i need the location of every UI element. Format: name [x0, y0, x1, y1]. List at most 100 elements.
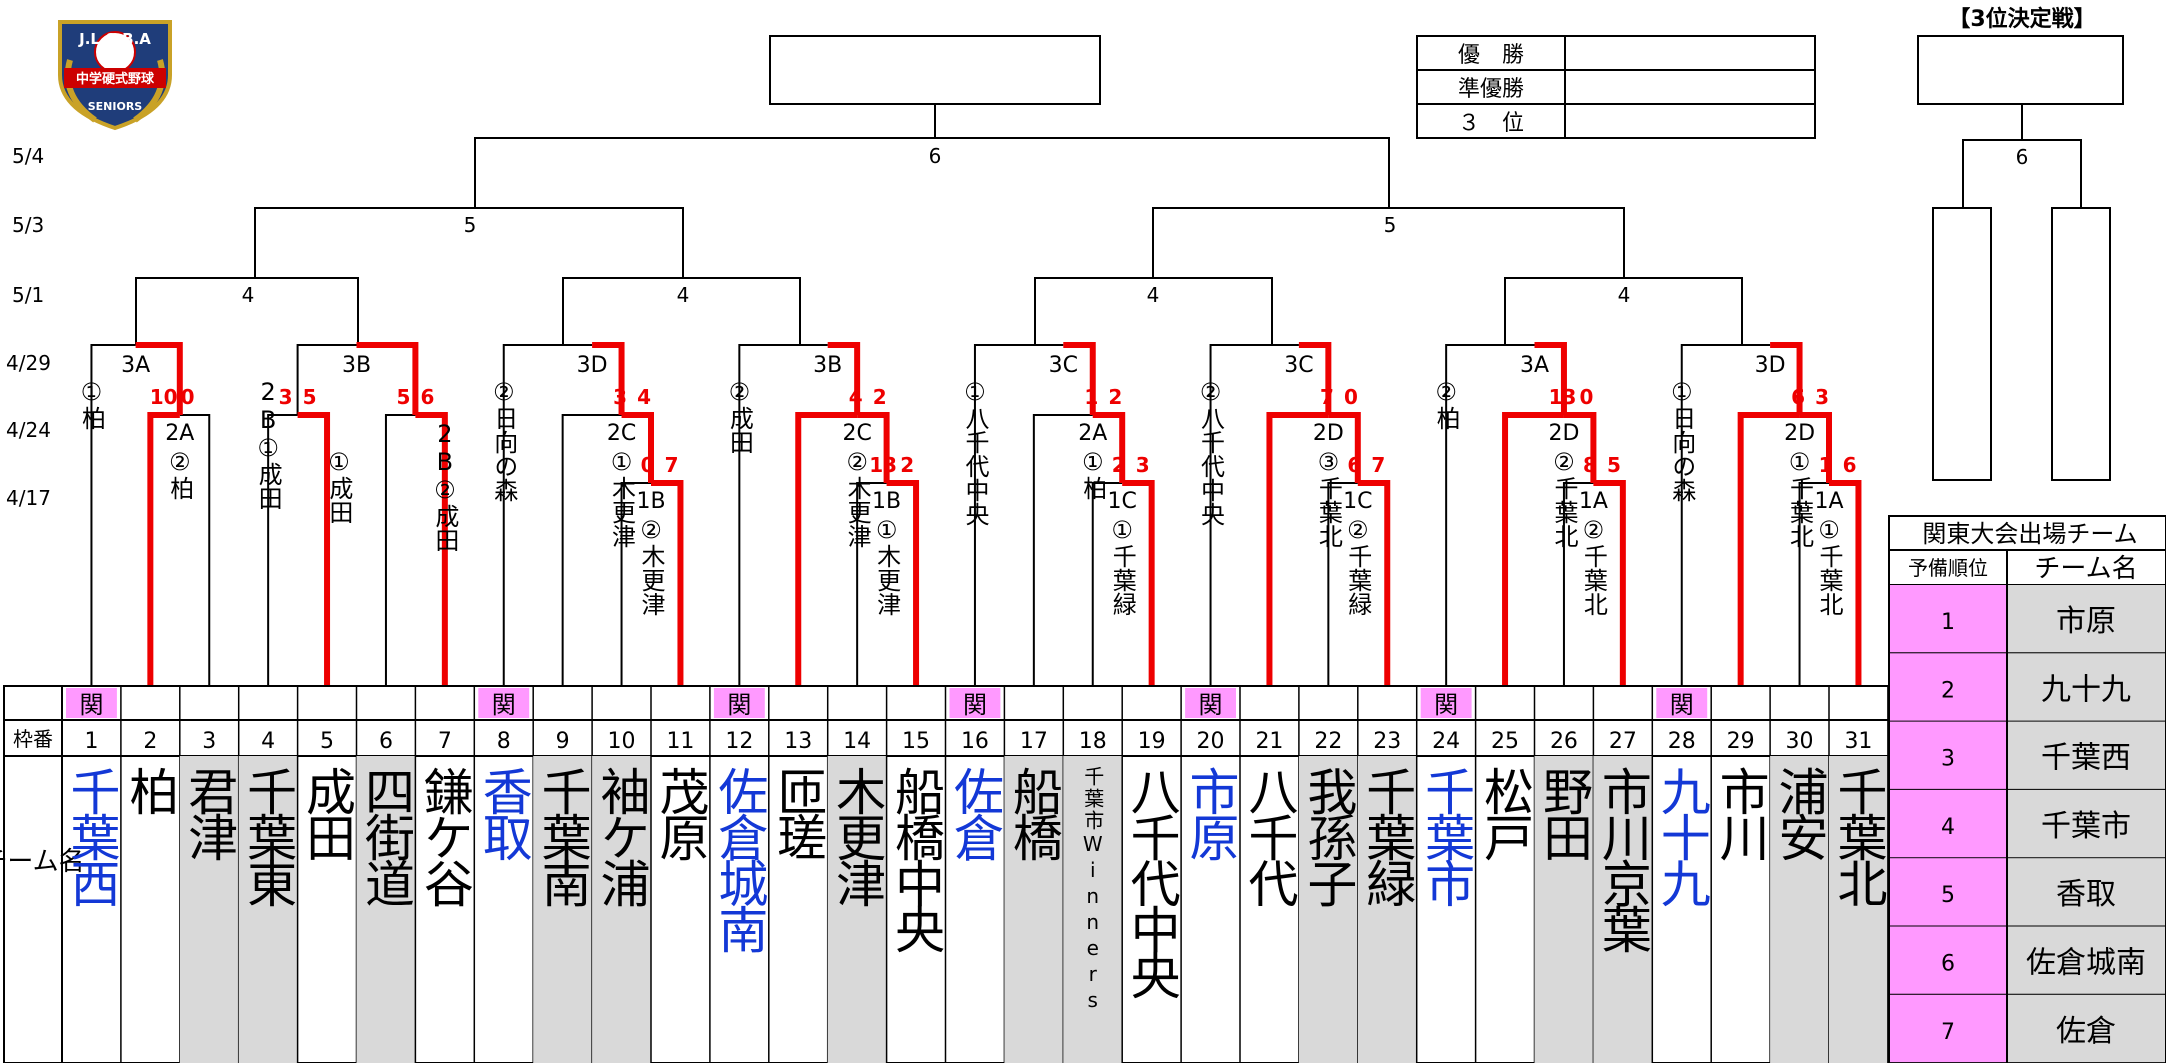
kanto-rank: 3	[1941, 747, 1955, 772]
quarter-game-number: 4	[242, 283, 255, 307]
seed-note: ①日向の森	[1668, 378, 1696, 502]
score: 1	[1819, 453, 1833, 477]
kanto-marker-label: 関	[1434, 691, 1458, 719]
score: 0	[1344, 385, 1358, 409]
team-name: 匝瑳	[769, 766, 827, 859]
score: 5	[303, 385, 317, 409]
kanto-marker-label: 関	[1670, 691, 1694, 719]
kanto-marker	[1420, 688, 1472, 718]
round-label: 2D	[1784, 421, 1815, 446]
kanto-team-header: チーム名	[2034, 554, 2137, 584]
round-label: 1A	[1579, 489, 1608, 514]
seed-note: ②八千代中央	[1197, 378, 1225, 526]
team-name: 千葉市	[1417, 766, 1475, 907]
kanto-marker-label: 関	[79, 691, 103, 719]
seed-note: ②成田	[725, 378, 753, 454]
score: 13	[1549, 385, 1577, 409]
kanto-marker-label: 関	[727, 691, 751, 719]
score: 0	[1580, 385, 1594, 409]
kanto-marker-label: 関	[1199, 691, 1223, 719]
team-name: 八千代中央	[1123, 766, 1181, 999]
team-name: 千葉緑	[1358, 766, 1416, 907]
seed-note: ②木更津	[637, 516, 665, 616]
kanto-team: 佐倉	[2056, 1014, 2116, 1049]
team-name: 市原	[1182, 766, 1240, 861]
team-name: 四街道	[357, 766, 415, 906]
score: 6	[420, 385, 434, 409]
round-label: 2C	[842, 421, 871, 446]
slot-number: 16	[961, 729, 989, 754]
round-label: 3A	[121, 353, 150, 378]
kanto-rank: 2	[1941, 678, 1955, 703]
team-name: 浦安	[1771, 766, 1829, 861]
slot-number: 12	[725, 729, 753, 754]
slot-number: 29	[1727, 729, 1755, 754]
team-slot: 11 茂原	[651, 686, 711, 1063]
logo-top-text: J.L.S.B.A	[78, 30, 151, 48]
round-label: 2C	[607, 421, 636, 446]
round-label: 3C	[1049, 353, 1078, 378]
semi-game-number: 5	[1384, 213, 1397, 237]
round-label: 3D	[1755, 353, 1786, 378]
team-name: 茂原	[651, 766, 709, 861]
slot-number: 21	[1255, 729, 1283, 754]
slot-number: 27	[1609, 729, 1637, 754]
slot-number: 2	[143, 729, 157, 754]
team-name: 君津	[180, 766, 238, 861]
team-slot: 21 八千代	[1240, 686, 1300, 1063]
round-label: 1C	[1108, 489, 1137, 514]
kanto-rank-header: 予備順位	[1908, 556, 1988, 580]
score: 7	[1320, 385, 1334, 409]
kanto-marker-label: 関	[492, 691, 516, 719]
team-name: 千葉市Winners	[1081, 766, 1105, 1014]
slot-number: 10	[608, 729, 636, 754]
score: 13	[869, 453, 897, 477]
team-name: 松戸	[1476, 766, 1534, 861]
slot-number: 20	[1197, 729, 1225, 754]
slot-number: 11	[666, 729, 694, 754]
date-label: 5/3	[12, 213, 44, 237]
score: 3	[613, 385, 627, 409]
slot-number: 24	[1432, 729, 1460, 754]
team-name: 市川	[1712, 766, 1770, 861]
score: 2	[873, 385, 887, 409]
score: 2	[900, 453, 914, 477]
slot-number: 25	[1491, 729, 1519, 754]
slot-number: 1	[84, 729, 98, 754]
round-label: 2A	[165, 421, 194, 446]
team-name: 佐倉城南	[710, 766, 768, 953]
team-name: 八千代	[1240, 766, 1298, 907]
slot-number: 5	[320, 729, 334, 754]
kanto-rank: 6	[1941, 952, 1955, 977]
logo-middle-text: 中学硬式野球	[76, 71, 155, 87]
round-label: 2D	[1548, 421, 1579, 446]
quarter-game-number: 4	[1147, 283, 1160, 307]
date-label: 4/24	[6, 418, 51, 442]
score: 3	[1136, 453, 1150, 477]
seed-note: 2B②成田	[431, 420, 459, 552]
final-game-number: 6	[929, 144, 942, 168]
team-name: 船橋中央	[887, 766, 945, 953]
slot-number: 17	[1020, 729, 1048, 754]
seed-note: ①木更津	[608, 448, 636, 548]
slot-number: 3	[202, 729, 216, 754]
slot-number: 13	[784, 729, 812, 754]
kanto-rank: 4	[1941, 815, 1955, 840]
kanto-marker	[713, 688, 765, 718]
team-name: 市川京葉	[1594, 766, 1652, 953]
champion-box	[769, 35, 1101, 105]
result-winner-label: 優 勝	[1458, 43, 1524, 68]
seed-note: ①千葉北	[1786, 448, 1814, 548]
round-label: 3A	[1520, 353, 1549, 378]
seed-note: ③千葉北	[1314, 448, 1342, 548]
